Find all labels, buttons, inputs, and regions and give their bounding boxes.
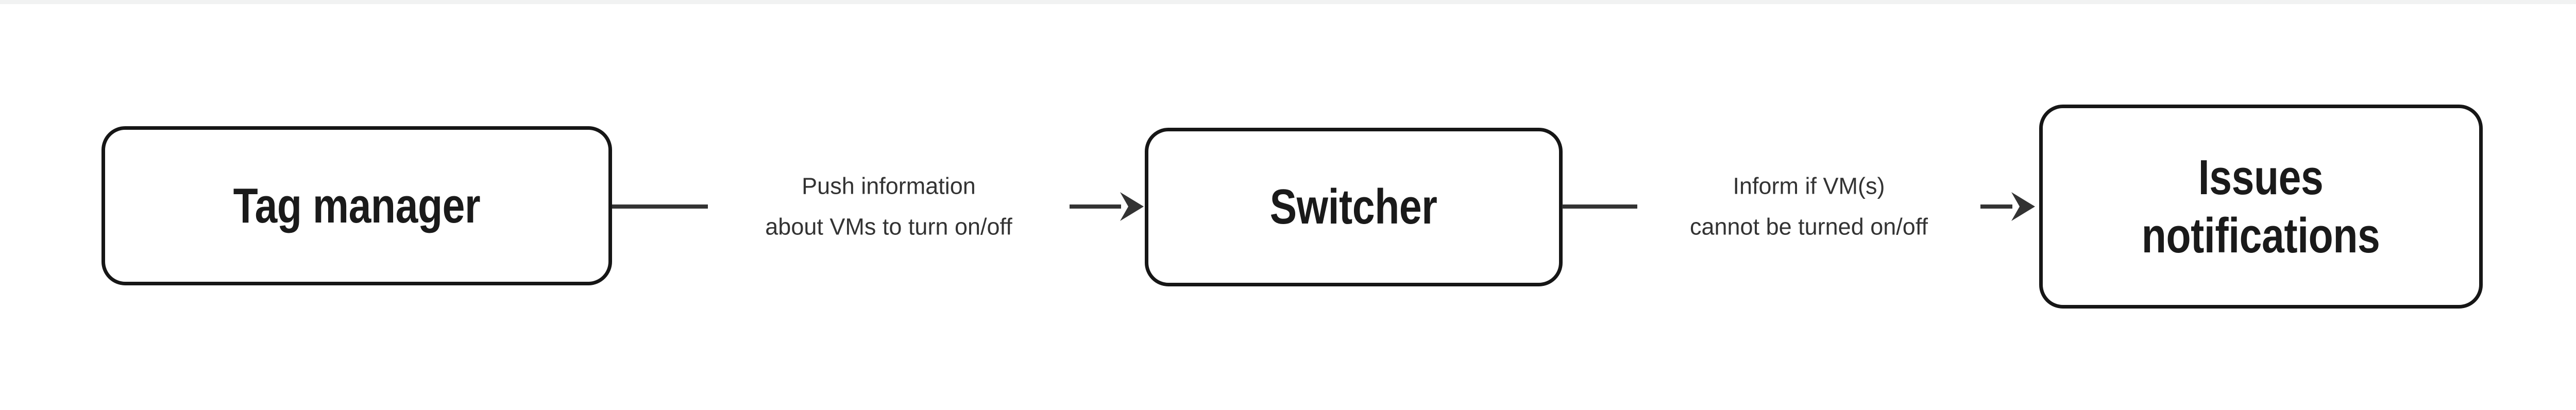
edge-2-line-right [1971,204,2012,209]
node-issues-notifications-label: Issues notifications [2142,149,2380,263]
edge-1-label: Push information about VMs to turn on/of… [708,166,1070,247]
node-tag-manager[interactable]: Tag manager [101,126,612,285]
arrow-right-icon [2009,191,2036,222]
edge-1-line-right [1058,204,1121,209]
edge-2-label: Inform if VM(s) cannot be turned on/off [1637,166,1980,247]
arrow-right-icon [1118,191,1145,222]
edge-2-line-left [1562,204,1640,209]
node-switcher-label: Switcher [1270,179,1437,235]
node-tag-manager-label: Tag manager [233,178,481,233]
top-strip [0,0,2576,4]
node-issues-notifications[interactable]: Issues notifications [2039,105,2483,309]
edge-1-line-left [612,204,713,209]
node-switcher[interactable]: Switcher [1145,128,1563,286]
